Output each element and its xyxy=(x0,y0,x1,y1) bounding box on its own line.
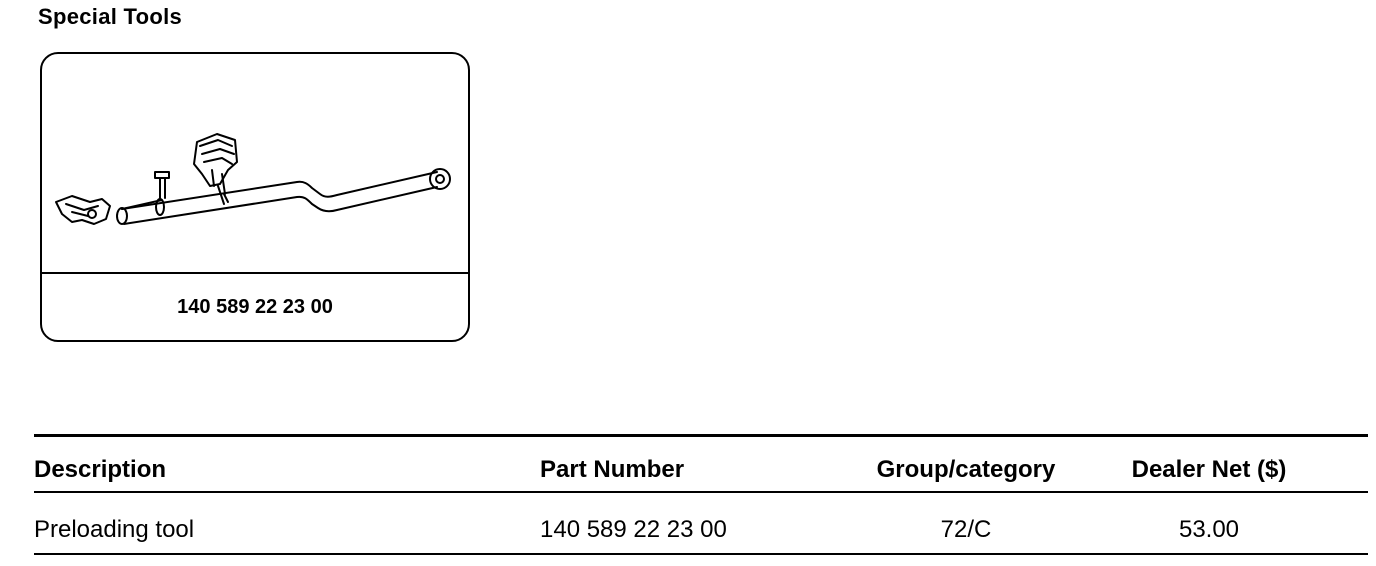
tool-illustration xyxy=(42,54,468,274)
header-group-category: Group/category xyxy=(876,456,1056,483)
cell-group-category: 72/C xyxy=(940,516,992,543)
header-part-number: Part Number xyxy=(540,456,685,483)
table-header-rule xyxy=(34,491,1368,493)
cell-part-number: 140 589 22 23 00 xyxy=(540,516,727,543)
header-description: Description xyxy=(34,456,167,483)
special-tool-card: 140 589 22 23 00 xyxy=(40,52,470,342)
tool-part-number: 140 589 22 23 00 xyxy=(177,295,333,318)
preloading-tool-icon xyxy=(55,133,451,225)
header-dealer-net: Dealer Net ($) xyxy=(1131,456,1287,483)
cell-description: Preloading tool xyxy=(34,516,195,543)
table-bottom-rule xyxy=(34,553,1368,555)
section-title: Special Tools xyxy=(38,4,183,29)
cell-dealer-net: 53.00 xyxy=(1178,516,1240,543)
table-top-rule xyxy=(34,434,1368,437)
